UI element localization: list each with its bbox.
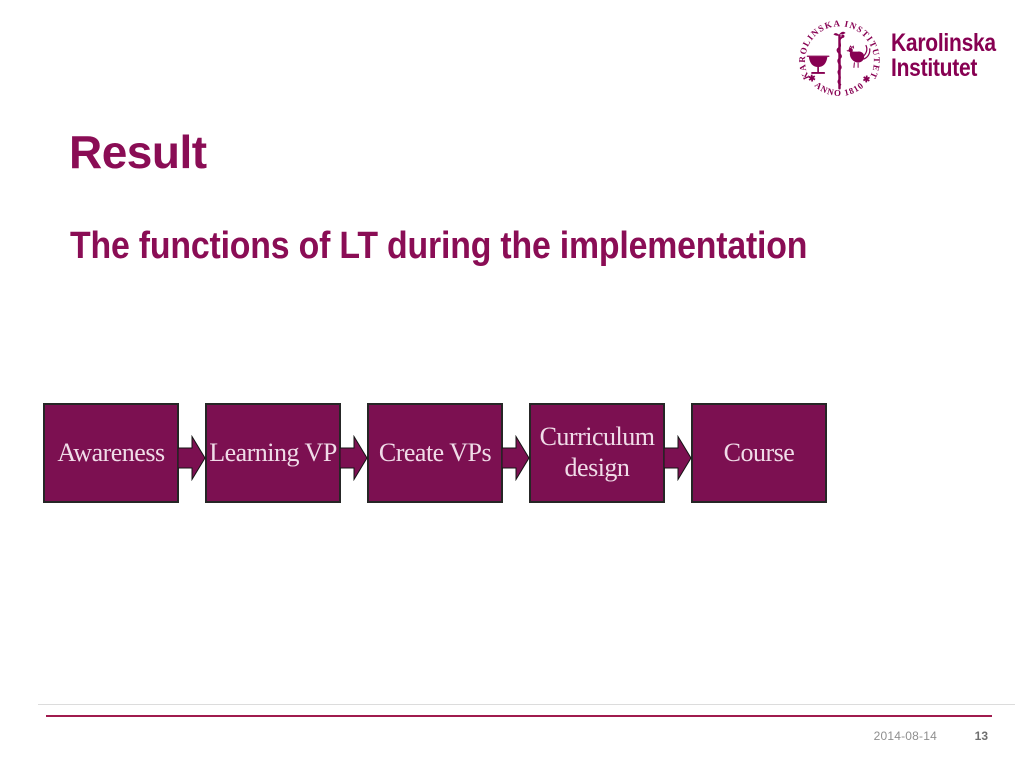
page-number: 13 [974,729,988,743]
footer-rule [46,715,992,717]
flow-step-awareness: Awareness [43,403,179,503]
flow-step-label: Create VPs [378,437,492,467]
rooster-icon [846,44,871,68]
slide-date: 2014-08-14 [873,729,937,743]
flow-arrow-icon [664,435,692,481]
flow-step-label: Course [723,437,795,467]
flow-arrow-icon [178,435,206,481]
logo-wordmark-line2: Institutet [891,54,978,82]
footer-divider-line [38,704,1015,705]
flow-arrow-icon [502,435,530,481]
flow-arrow-icon [340,435,368,481]
flow-step-course: Course [691,403,827,503]
flow-step-label: Awareness [57,437,165,467]
logo-wordmark-line1: Karolinska [891,29,996,57]
slide-subtitle: The functions of LT during the implement… [70,225,808,267]
flow-step-create-vps: Create VPs [367,403,503,503]
flow-step-curriculum-design: Curriculum design [529,403,665,503]
chalice-icon [806,55,830,74]
flow-step-label: Curriculum design [539,422,655,482]
logo-wordmark: Karolinska Institutet [891,31,996,81]
flow-step-learning-vp: Learning VP [205,403,341,503]
karolinska-seal-logo: KAROLINSKA INSTITUTET ✱ ANNO 1810 ✱ [797,18,881,98]
flow-step-label: Learning VP [209,437,337,467]
staff-snake-icon [833,31,846,90]
slide-title: Result [69,126,207,178]
